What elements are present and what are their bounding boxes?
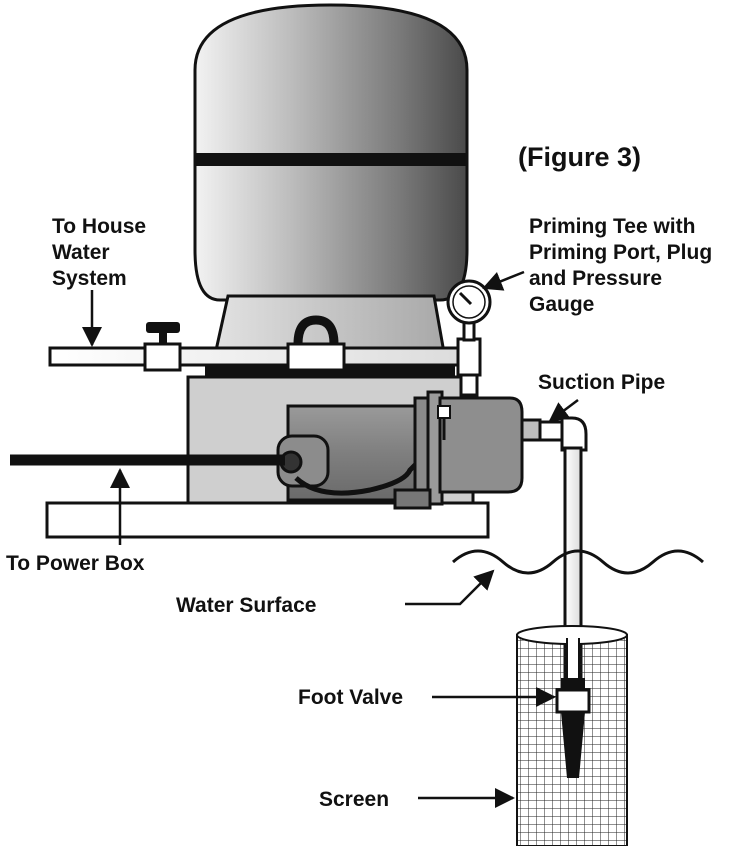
house-water-pipe [48, 315, 467, 372]
gate-valve [143, 342, 182, 372]
label-house-water-line1: To House [52, 215, 146, 238]
tank-band [195, 153, 467, 166]
label-screen: Screen [319, 788, 389, 811]
label-priming-tee-line4: Gauge [529, 293, 594, 316]
priming-tee [446, 279, 492, 397]
label-foot-valve: Foot Valve [298, 686, 403, 709]
suction-arrow [548, 399, 579, 423]
valve-handle [146, 322, 180, 333]
water-surface-arrow [405, 569, 495, 606]
label-priming-tee-line2: Priming Port, Plug [529, 241, 712, 264]
label-suction-pipe: Suction Pipe [538, 371, 665, 394]
pressure-tank [193, 3, 469, 302]
label-water-surface: Water Surface [176, 594, 316, 617]
gauge-arrow [482, 270, 525, 291]
pressure-gauge [446, 279, 492, 325]
jet-pump [276, 390, 542, 510]
figure-label: (Figure 3) [518, 142, 641, 172]
label-priming-tee-line3: and Pressure [529, 267, 662, 290]
water-surface-wave [452, 549, 704, 575]
label-house-water-line2: Water [52, 241, 110, 264]
label-power-box: To Power Box [6, 552, 145, 575]
foot-valve [555, 678, 591, 778]
tank-tee-fitting [286, 342, 346, 372]
pump-housing [438, 396, 524, 494]
label-priming-tee-line1: Priming Tee with [529, 215, 695, 238]
label-house-water-line3: System [52, 267, 127, 290]
